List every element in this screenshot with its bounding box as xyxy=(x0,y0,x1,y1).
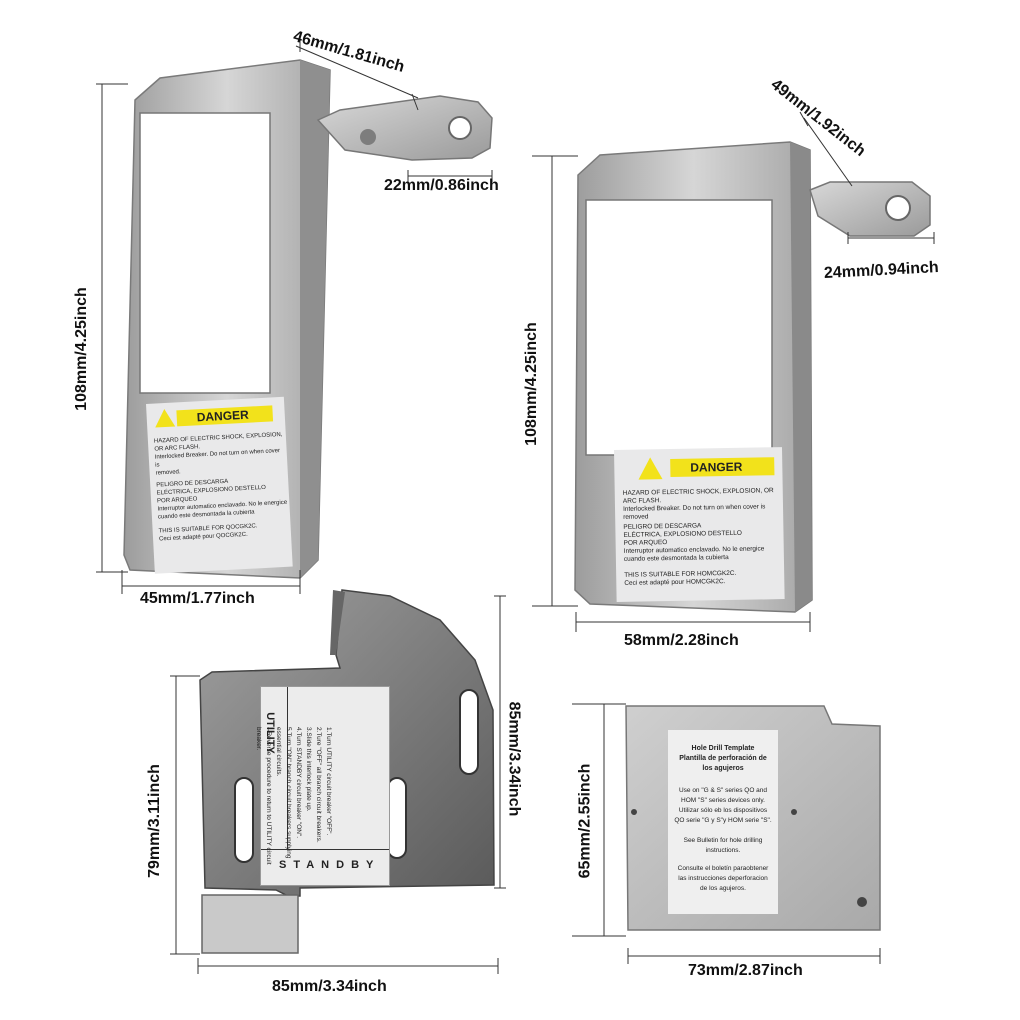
dim-a-height: 108mm/4.25inch xyxy=(72,287,90,411)
template-text: de los agujeros. xyxy=(700,885,746,892)
template-title: Hole Drill Template xyxy=(691,745,755,752)
instruction-line: 1.Turn UTILITY circuit breaker "OFF". xyxy=(325,727,332,836)
danger-heading: DANGER xyxy=(690,459,743,475)
danger-label-b: DANGER HAZARD OF ELECTRIC SHOCK, EXPLOSI… xyxy=(614,447,785,602)
template-text: See Bulletin for hole drilling xyxy=(683,837,763,844)
dimension-lines xyxy=(96,36,935,974)
warning-icon xyxy=(154,408,176,428)
dim-d-height: 65mm/2.55inch xyxy=(576,763,594,879)
dim-c-width: 85mm/3.34inch xyxy=(272,978,387,995)
standby-band xyxy=(261,849,389,886)
template-text: HOM "S" series devices only. xyxy=(681,797,765,804)
instruction-line: essential circuits. xyxy=(275,727,282,777)
warning-icon xyxy=(638,457,663,480)
instruction-line: breaker. xyxy=(255,727,262,751)
standby-text: STANDBY xyxy=(279,859,381,871)
danger-label-a: DANGER HAZARD OF ELECTRIC SHOCK, EXPLOSI… xyxy=(146,396,293,574)
template-text: instructions. xyxy=(705,847,741,854)
dim-c-height: 79mm/3.11inch xyxy=(145,764,163,878)
template-text: QO serie "G y S"y HOM serie "S". xyxy=(674,817,772,824)
template-text: las instrucciones deperforacion xyxy=(678,875,768,882)
dim-a-width: 45mm/1.77inch xyxy=(140,590,255,607)
danger-heading: DANGER xyxy=(196,407,250,425)
label-b-line: Interlocked Breaker. Do not turn on when… xyxy=(622,503,766,521)
instruction-line: 5.Turn "ON" branch circuit breakers supp… xyxy=(285,727,292,859)
label-b-line: cuando este desmontada la cubierta xyxy=(623,554,729,563)
template-title: Plantilla de perforación de xyxy=(679,755,767,762)
template-text: Use on "G & S" series QO and xyxy=(678,787,768,794)
instruction-line: 2.Ture "OFF" all branch circuit breakers… xyxy=(315,727,322,843)
utility-heading xyxy=(261,687,288,849)
dim-b-width: 58mm/2.28inch xyxy=(624,632,739,649)
interlock-label-c: UTILITY STANDBY 1.Turn UTILITY circuit b… xyxy=(255,686,390,886)
template-text: Consulte el boletín paraobtener xyxy=(677,865,769,872)
label-b-line: Ceci est adapté pour HOMCGK2C. xyxy=(624,578,726,587)
dim-a-tab: 22mm/0.86inch xyxy=(384,177,499,194)
template-text: Utilizar sólo eb los dispositivos xyxy=(678,807,768,814)
instruction-line: 4.Turn STANDBY circuit breaker "ON". xyxy=(295,727,302,839)
template-title: los agujeros xyxy=(702,765,744,772)
dim-c-right: 85mm/3.34inch xyxy=(505,701,523,817)
instruction-line: 3.Slide this interlock plate up. xyxy=(305,727,312,812)
drill-template-label-d: Hole Drill Template Plantilla de perfora… xyxy=(668,730,778,914)
dim-d-width: 73mm/2.87inch xyxy=(688,962,803,979)
dim-b-height: 108mm/4.25inch xyxy=(522,322,540,446)
instruction-line: --Reverse procedure to return to UTILITY… xyxy=(265,727,272,865)
